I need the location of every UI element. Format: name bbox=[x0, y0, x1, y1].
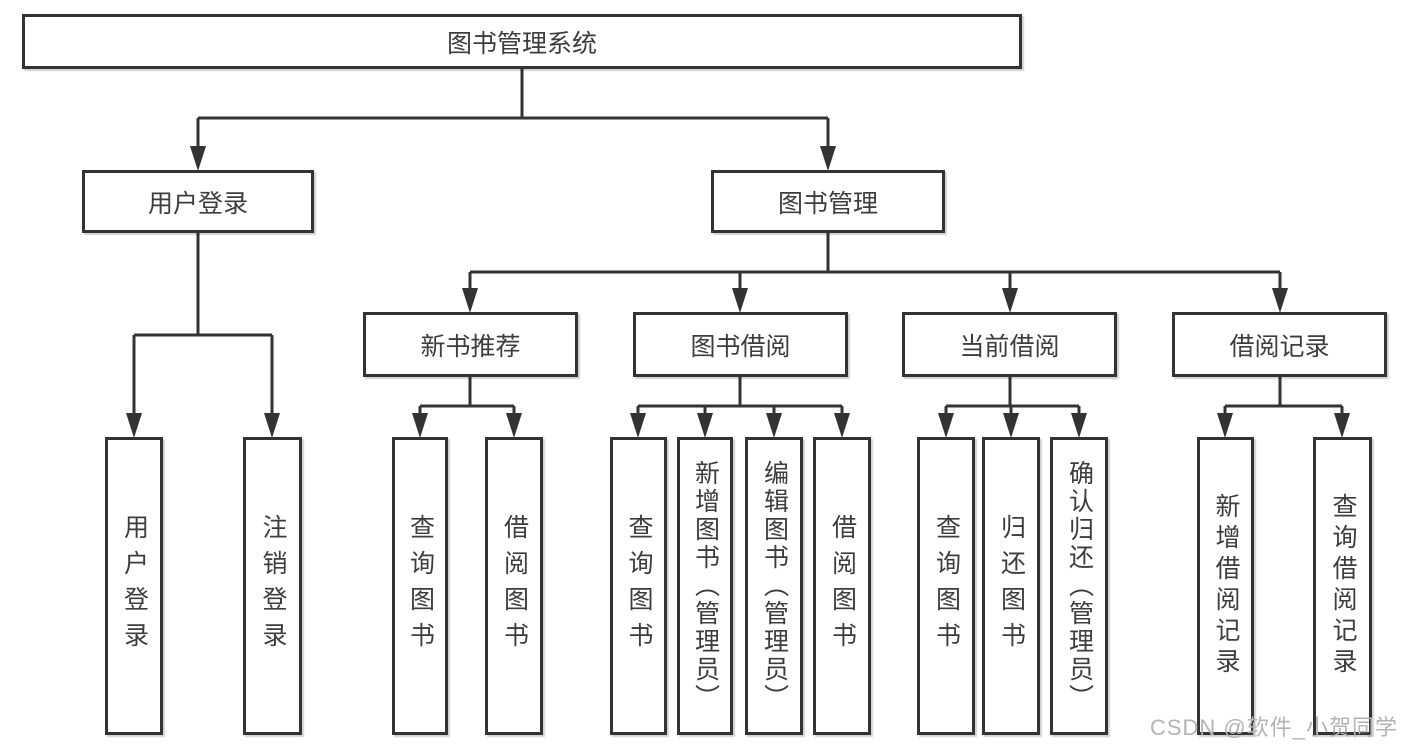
node-label: 查询图书 bbox=[406, 514, 435, 658]
node-leaf-query-book-3: 查询图书 bbox=[917, 437, 975, 735]
node-leaf-borrow-book-1: 借阅图书 bbox=[485, 437, 543, 735]
node-leaf-user-login: 用户登录 bbox=[105, 437, 163, 735]
node-label: 新增借阅记录 bbox=[1212, 493, 1240, 679]
node-label: 确认归还（管理员） bbox=[1065, 460, 1094, 712]
node-label: 新书推荐 bbox=[420, 332, 521, 361]
node-label: 用户登录 bbox=[147, 189, 248, 218]
node-leaf-return-book: 归还图书 bbox=[982, 437, 1040, 735]
node-label: 查询图书 bbox=[932, 514, 961, 658]
node-label: 图书管理 bbox=[777, 189, 878, 218]
node-label: 新增图书（管理员） bbox=[691, 460, 720, 712]
node-book-borrowing: 图书借阅 bbox=[633, 312, 848, 377]
node-label: 图书管理系统 bbox=[446, 29, 597, 58]
node-book-management: 图书管理 bbox=[711, 170, 945, 233]
node-leaf-borrow-book-2: 借阅图书 bbox=[813, 437, 871, 735]
node-library-management-system: 图书管理系统 bbox=[22, 14, 1022, 69]
watermark: CSDN @软件_小贺同学 bbox=[1149, 715, 1398, 740]
node-label: 用户登录 bbox=[120, 514, 149, 658]
node-leaf-query-book-1: 查询图书 bbox=[392, 437, 448, 735]
node-label: 查询图书 bbox=[625, 514, 653, 658]
node-leaf-logout: 注销登录 bbox=[243, 437, 302, 735]
node-leaf-edit-book-admin: 编辑图书（管理员） bbox=[745, 437, 803, 735]
node-label: 借阅图书 bbox=[828, 514, 857, 658]
node-label: 借阅记录 bbox=[1229, 332, 1330, 361]
node-label: 编辑图书（管理员） bbox=[760, 460, 789, 712]
node-leaf-query-book-2: 查询图书 bbox=[610, 437, 667, 735]
node-new-book-recommend: 新书推荐 bbox=[363, 312, 578, 377]
node-leaf-add-book-admin: 新增图书（管理员） bbox=[677, 437, 733, 735]
node-leaf-confirm-return-admin: 确认归还（管理员） bbox=[1050, 437, 1108, 735]
node-label: 当前借阅 bbox=[959, 332, 1060, 361]
node-user-login: 用户登录 bbox=[82, 170, 314, 233]
node-label: 借阅图书 bbox=[500, 514, 529, 658]
node-leaf-add-borrow-record: 新增借阅记录 bbox=[1197, 437, 1254, 735]
node-label: 图书借阅 bbox=[690, 332, 791, 361]
node-current-borrowing: 当前借阅 bbox=[902, 312, 1117, 377]
node-borrowing-records: 借阅记录 bbox=[1172, 312, 1387, 377]
node-leaf-query-borrow-record: 查询借阅记录 bbox=[1313, 437, 1372, 735]
node-label: 查询借阅记录 bbox=[1329, 493, 1357, 679]
node-label: 归还图书 bbox=[997, 514, 1026, 658]
node-label: 注销登录 bbox=[259, 514, 287, 658]
